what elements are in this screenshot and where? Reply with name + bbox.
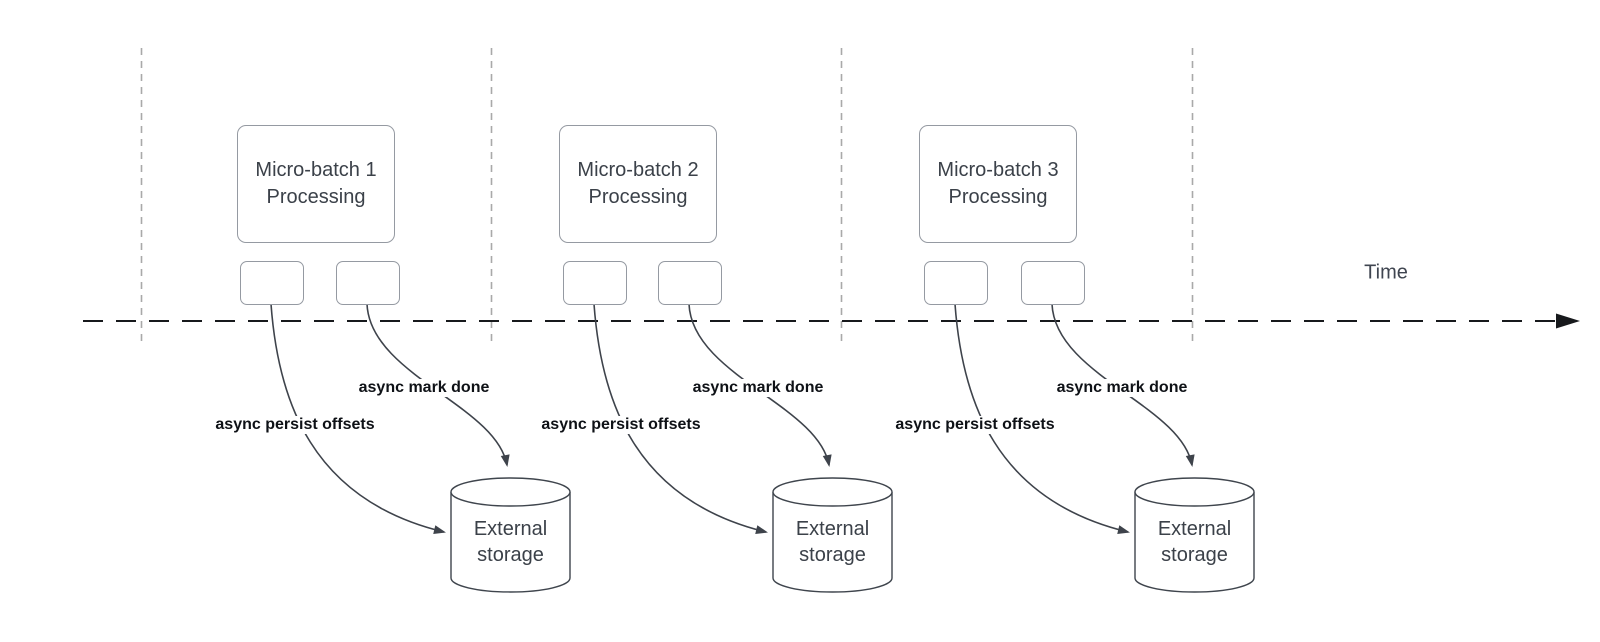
micro-batch-1-processing-box: Micro-batch 1 Processing (237, 125, 395, 243)
external-storage-label-1-line2: storage (477, 544, 544, 566)
persist-offsets-label-2: async persist offsets (538, 416, 704, 434)
external-storage-label-1: External storage (451, 516, 570, 568)
persist-offsets-label-3: async persist offsets (892, 416, 1058, 434)
offsets-task-box-1 (240, 261, 304, 305)
micro-batch-3-title-line1: Micro-batch 3 (937, 159, 1059, 181)
offsets-task-box-3 (924, 261, 988, 305)
external-storage-label-2-line1: External (795, 518, 870, 540)
mark-done-task-box-3 (1021, 261, 1085, 305)
persist-offsets-label-1: async persist offsets (212, 416, 378, 434)
mark-done-task-box-2 (658, 261, 722, 305)
micro-batch-1-title-line1: Micro-batch 1 (255, 159, 377, 181)
external-storage-label-3-line2: storage (1161, 544, 1228, 566)
micro-batch-3-processing-box: Micro-batch 3 Processing (919, 125, 1077, 243)
external-storage-label-3-line1: External (1157, 518, 1232, 540)
mark-done-label-3: async mark done (1053, 379, 1191, 397)
external-storage-label-1-line1: External (473, 518, 548, 540)
time-axis-label: Time (1364, 261, 1408, 284)
micro-batch-3-title-line2: Processing (948, 186, 1048, 208)
micro-batch-2-title-line1: Micro-batch 2 (577, 159, 699, 181)
timeline-arrowhead-icon (1556, 313, 1580, 329)
micro-batch-1-title-line2: Processing (266, 186, 366, 208)
mark-done-label-1: async mark done (355, 379, 493, 397)
external-storage-label-2-line2: storage (799, 544, 866, 566)
external-storage-label-3: External storage (1135, 516, 1254, 568)
mark-done-label-2: async mark done (689, 379, 827, 397)
offsets-task-box-2 (563, 261, 627, 305)
external-storage-label-2: External storage (773, 516, 892, 568)
mark-done-task-box-1 (336, 261, 400, 305)
micro-batch-2-processing-box: Micro-batch 2 Processing (559, 125, 717, 243)
micro-batch-2-title-line2: Processing (588, 186, 688, 208)
